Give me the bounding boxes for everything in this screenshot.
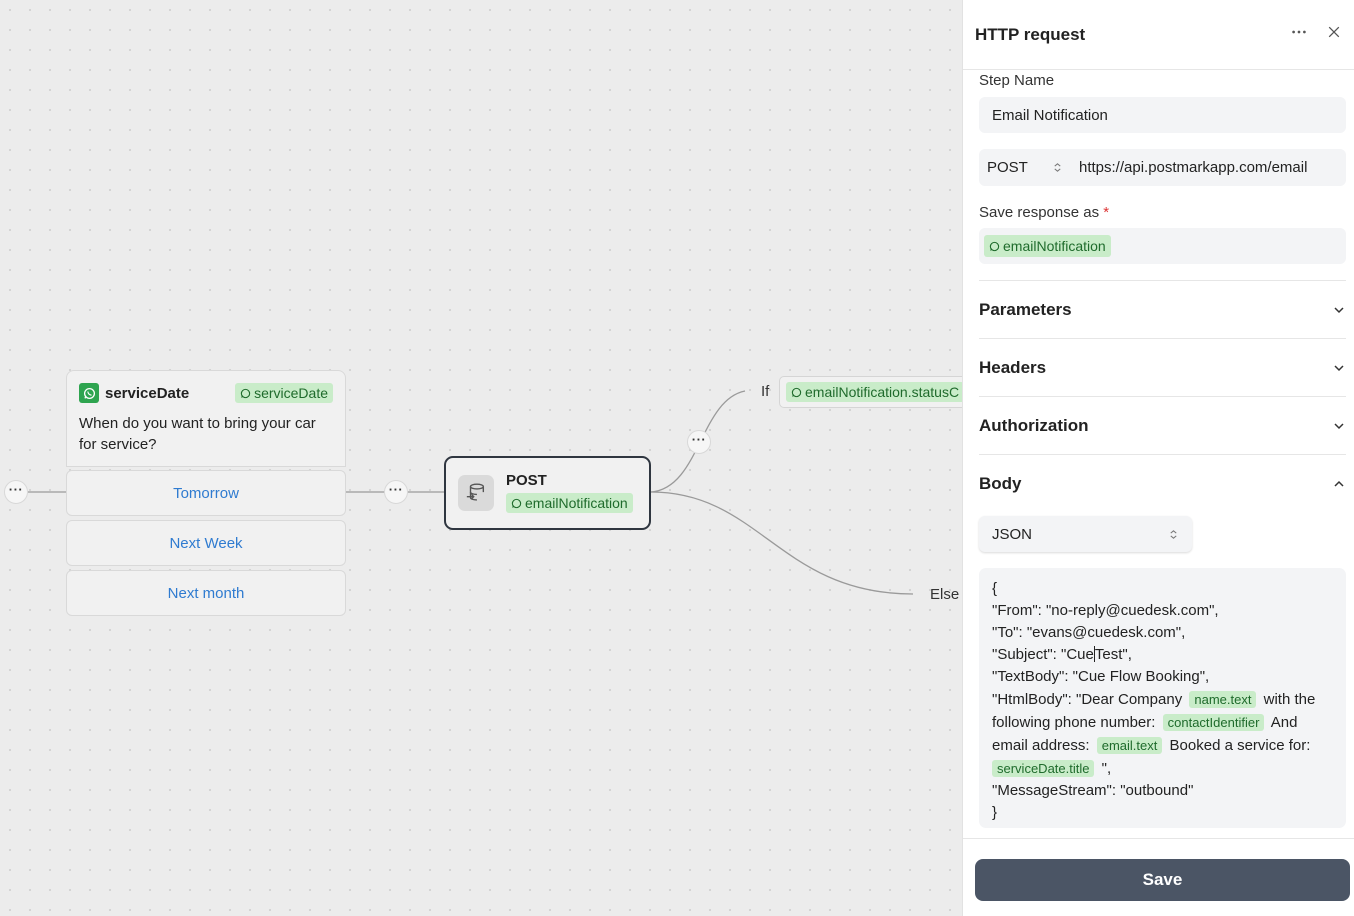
- variable-chip[interactable]: serviceDate.title: [992, 760, 1095, 777]
- save-response-label: Save response as *: [979, 204, 1346, 221]
- text-cursor: [1093, 646, 1095, 662]
- if-condition-text: emailNotification.statusC: [805, 384, 960, 400]
- url-input[interactable]: https://api.postmarkapp.com/email: [1079, 159, 1308, 176]
- method-select-value: POST: [987, 159, 1028, 176]
- variable-chip[interactable]: contactIdentifier: [1162, 714, 1265, 731]
- panel-body[interactable]: Step Name Email Notification POST https:…: [963, 70, 1354, 838]
- edge-else-branch: [650, 491, 914, 595]
- chevron-up-down-icon: [1054, 163, 1061, 172]
- flow-canvas[interactable]: ··· ··· ··· serviceDate serviceDate When…: [0, 0, 962, 916]
- option-button-next-month[interactable]: Next month: [66, 570, 346, 616]
- panel-footer: Save: [963, 838, 1354, 916]
- whatsapp-icon: [989, 241, 1000, 251]
- request-row: POST https://api.postmarkapp.com/email: [979, 149, 1346, 186]
- body-paragraph: "HtmlBody": "Dear Company name.text with…: [992, 688, 1333, 780]
- body-text: Test",: [1094, 646, 1132, 663]
- question-node[interactable]: serviceDate serviceDate When do you want…: [66, 370, 346, 467]
- connector-menu-button-middle[interactable]: ···: [384, 480, 408, 504]
- step-name-label: Step Name: [979, 72, 1055, 89]
- save-response-label-text: Save response as: [979, 204, 1100, 221]
- option-button-tomorrow[interactable]: Tomorrow: [66, 470, 346, 516]
- body-text: ",: [1101, 760, 1112, 777]
- post-node-variable-badge: emailNotification: [506, 493, 633, 514]
- chevron-up-icon: [1334, 480, 1344, 487]
- connector-menu-button-left[interactable]: ···: [4, 480, 28, 504]
- body-line: "TextBody": "Cue Flow Booking",: [992, 668, 1210, 685]
- section-body-label: Body: [979, 473, 1022, 493]
- variable-chip[interactable]: email.text: [1096, 737, 1163, 754]
- connector-menu-button-branch[interactable]: ···: [687, 430, 711, 454]
- http-request-node[interactable]: POST emailNotification: [444, 456, 651, 530]
- section-parameters-label: Parameters: [979, 299, 1072, 319]
- section-body[interactable]: Body: [979, 454, 1346, 512]
- body-line: "From": "no-reply@cuedesk.com",: [992, 602, 1219, 619]
- save-response-input[interactable]: emailNotification: [979, 228, 1346, 264]
- database-icon: [458, 475, 494, 511]
- body-text: "Subject": "Cue: [992, 646, 1094, 663]
- question-variable-badge: serviceDate: [235, 383, 333, 403]
- else-branch-label: Else: [930, 586, 960, 603]
- if-condition-badge: emailNotification.statusC: [786, 382, 962, 402]
- body-text: with the following phone number:: [992, 691, 1316, 731]
- whatsapp-icon: [791, 387, 802, 397]
- save-response-variable-text: emailNotification: [1003, 238, 1106, 254]
- body-line: "MessageStream": "outbound": [992, 782, 1194, 799]
- save-button[interactable]: Save: [975, 859, 1350, 901]
- question-variable-text: serviceDate: [254, 385, 328, 401]
- body-line: {: [992, 580, 998, 597]
- section-headers-label: Headers: [979, 357, 1047, 377]
- body-text: And email address:: [992, 714, 1298, 754]
- body-line: "Subject": "CueTest",: [992, 644, 1333, 666]
- post-node-method: POST: [506, 472, 547, 490]
- ellipsis-icon[interactable]: [1290, 23, 1308, 46]
- save-response-variable-badge: emailNotification: [984, 235, 1111, 257]
- chevron-down-icon: [1334, 422, 1344, 429]
- method-select[interactable]: POST: [987, 159, 1071, 176]
- step-name-input[interactable]: Email Notification: [979, 97, 1346, 133]
- body-text: Booked a service for:: [1169, 737, 1311, 754]
- question-node-title: serviceDate: [105, 384, 190, 402]
- chevron-down-icon: [1334, 364, 1344, 371]
- close-icon[interactable]: [1326, 24, 1342, 45]
- body-line: "To": "evans@cuedesk.com",: [992, 624, 1186, 641]
- whatsapp-icon: [79, 383, 99, 403]
- section-authorization[interactable]: Authorization: [979, 396, 1346, 454]
- question-text: When do you want to bring your car for s…: [79, 415, 316, 453]
- body-format-select[interactable]: JSON: [979, 516, 1192, 552]
- panel-header: HTTP request: [963, 0, 1354, 70]
- body-text: "HtmlBody": "Dear Company: [992, 691, 1183, 708]
- section-parameters[interactable]: Parameters: [979, 280, 1346, 338]
- whatsapp-icon: [511, 498, 522, 508]
- body-line: }: [992, 804, 998, 821]
- chevron-up-down-icon: [1170, 529, 1177, 539]
- variable-chip[interactable]: name.text: [1189, 691, 1257, 708]
- option-button-next-week[interactable]: Next Week: [66, 520, 346, 566]
- section-headers[interactable]: Headers: [979, 338, 1346, 396]
- if-condition-box[interactable]: emailNotification.statusC: [779, 376, 962, 408]
- body-format-value: JSON: [992, 525, 1033, 543]
- required-mark: *: [1103, 204, 1110, 221]
- chevron-down-icon: [1334, 306, 1344, 313]
- if-branch-label: If: [761, 383, 770, 400]
- http-request-panel: HTTP request Step Name Email Notificatio…: [962, 0, 1354, 916]
- panel-title: HTTP request: [975, 24, 1086, 44]
- whatsapp-icon: [240, 388, 251, 398]
- body-editor[interactable]: { "From": "no-reply@cuedesk.com", "To": …: [979, 568, 1346, 828]
- post-node-variable-text: emailNotification: [525, 495, 628, 512]
- section-authorization-label: Authorization: [979, 415, 1089, 435]
